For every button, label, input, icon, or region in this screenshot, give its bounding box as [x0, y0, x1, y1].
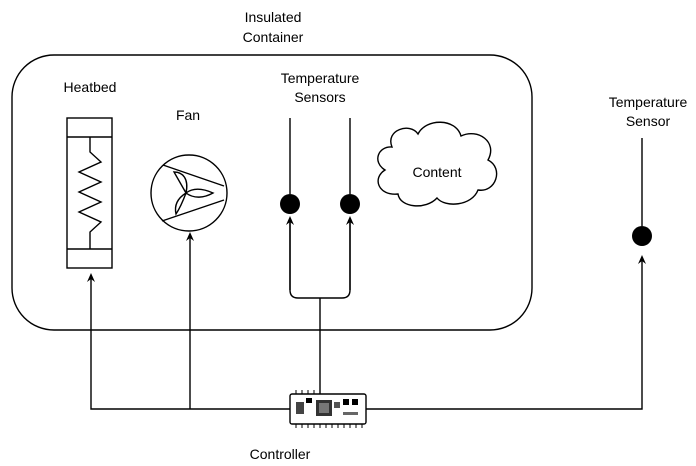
outer-temperature-sensor	[632, 138, 652, 246]
fan-icon	[150, 154, 228, 232]
content-cloud	[377, 121, 498, 207]
inner-sensors-label-line2: Sensors	[294, 89, 345, 105]
wire-to-outer-sensor	[366, 255, 646, 410]
controller-board-icon	[289, 390, 367, 428]
container-label-line1: Insulated	[245, 9, 302, 25]
controller-label: Controller	[250, 446, 311, 462]
wire-to-heatbed	[87, 273, 292, 410]
outer-sensor-label-line2: Sensor	[626, 113, 671, 129]
heatbed-icon	[66, 117, 113, 269]
content-label: Content	[412, 164, 461, 180]
container-label-line2: Container	[243, 29, 304, 45]
temperature-sensor-left	[280, 118, 300, 214]
heatbed-label: Heatbed	[64, 79, 117, 95]
insulated-container	[11, 54, 533, 331]
outer-sensor-label-line1: Temperature	[609, 94, 688, 110]
fan-label: Fan	[176, 107, 200, 123]
temperature-sensor-right	[340, 118, 360, 214]
inner-sensors-label-line1: Temperature	[281, 70, 360, 86]
sensors-bus-line	[289, 220, 351, 299]
